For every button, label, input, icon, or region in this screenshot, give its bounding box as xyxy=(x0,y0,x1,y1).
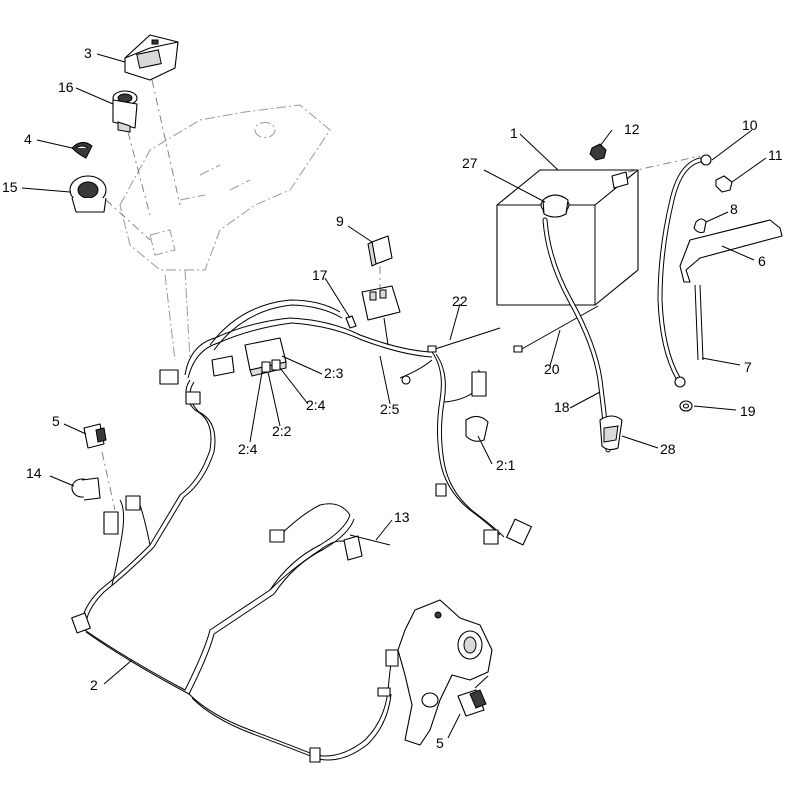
callout-9: 9 xyxy=(336,213,344,229)
boot-28 xyxy=(599,415,623,451)
sensor-14 xyxy=(71,477,101,501)
hour-meter xyxy=(124,34,181,206)
callout-2: 2 xyxy=(90,677,98,693)
callout-12: 12 xyxy=(624,121,640,137)
callout-10: 10 xyxy=(742,117,758,133)
callout-2-1: 2:1 xyxy=(496,457,516,473)
sensor-5-left xyxy=(83,423,107,449)
callout-19: 19 xyxy=(740,403,756,419)
callout-22: 22 xyxy=(452,293,468,309)
callout-7: 7 xyxy=(744,359,752,375)
callout-14: 14 xyxy=(26,465,42,481)
callout-8: 8 xyxy=(730,201,738,217)
fuse-17 xyxy=(345,315,357,329)
callout-2-4-right: 2:4 xyxy=(306,397,326,413)
fuse-block xyxy=(361,285,401,346)
callout-2-4-left: 2:4 xyxy=(238,441,258,457)
pedal-bracket xyxy=(397,599,493,746)
relay-9 xyxy=(367,235,393,290)
clip-8 xyxy=(693,218,707,234)
dash-panel-phantom xyxy=(119,104,331,361)
callout-3: 3 xyxy=(84,45,92,61)
terminal-cover-27 xyxy=(542,194,569,218)
boot-4 xyxy=(71,142,93,159)
callout-15: 15 xyxy=(2,179,18,195)
callout-2-5: 2:5 xyxy=(380,401,400,417)
nut-11 xyxy=(715,175,733,193)
callout-6: 6 xyxy=(758,253,766,269)
callout-16: 16 xyxy=(58,79,74,95)
sensor-5-bottom xyxy=(457,675,489,717)
cable-tie-13 xyxy=(349,534,391,546)
washer-19 xyxy=(679,400,693,412)
callout-5-left: 5 xyxy=(52,413,60,429)
ignition-switch-15 xyxy=(69,175,151,241)
cable-tie-22 xyxy=(427,327,501,353)
battery-bracket-6 xyxy=(679,219,783,361)
callout-1: 1 xyxy=(510,125,518,141)
callout-28: 28 xyxy=(660,441,676,457)
main-harness xyxy=(71,299,532,763)
callout-5-bottom: 5 xyxy=(436,735,444,751)
callout-20: 20 xyxy=(544,361,560,377)
switch-16 xyxy=(112,90,151,216)
callout-27: 27 xyxy=(462,155,478,171)
callout-17: 17 xyxy=(312,267,328,283)
callout-2-3: 2:3 xyxy=(324,365,344,381)
callout-13: 13 xyxy=(394,509,410,525)
callout-11: 11 xyxy=(768,147,783,163)
bolt-12 xyxy=(589,143,607,161)
battery-cable-7 xyxy=(627,154,712,388)
callout-labels: 3 16 4 15 1 27 12 10 11 8 6 7 19 9 17 22… xyxy=(2,45,783,751)
battery xyxy=(496,169,639,306)
callout-leaders xyxy=(21,53,767,739)
cable-tie-20 xyxy=(513,305,599,353)
battery-cable-18 xyxy=(542,217,611,453)
callout-4: 4 xyxy=(24,131,32,147)
callout-18: 18 xyxy=(554,399,570,415)
callout-2-2: 2:2 xyxy=(272,423,292,439)
